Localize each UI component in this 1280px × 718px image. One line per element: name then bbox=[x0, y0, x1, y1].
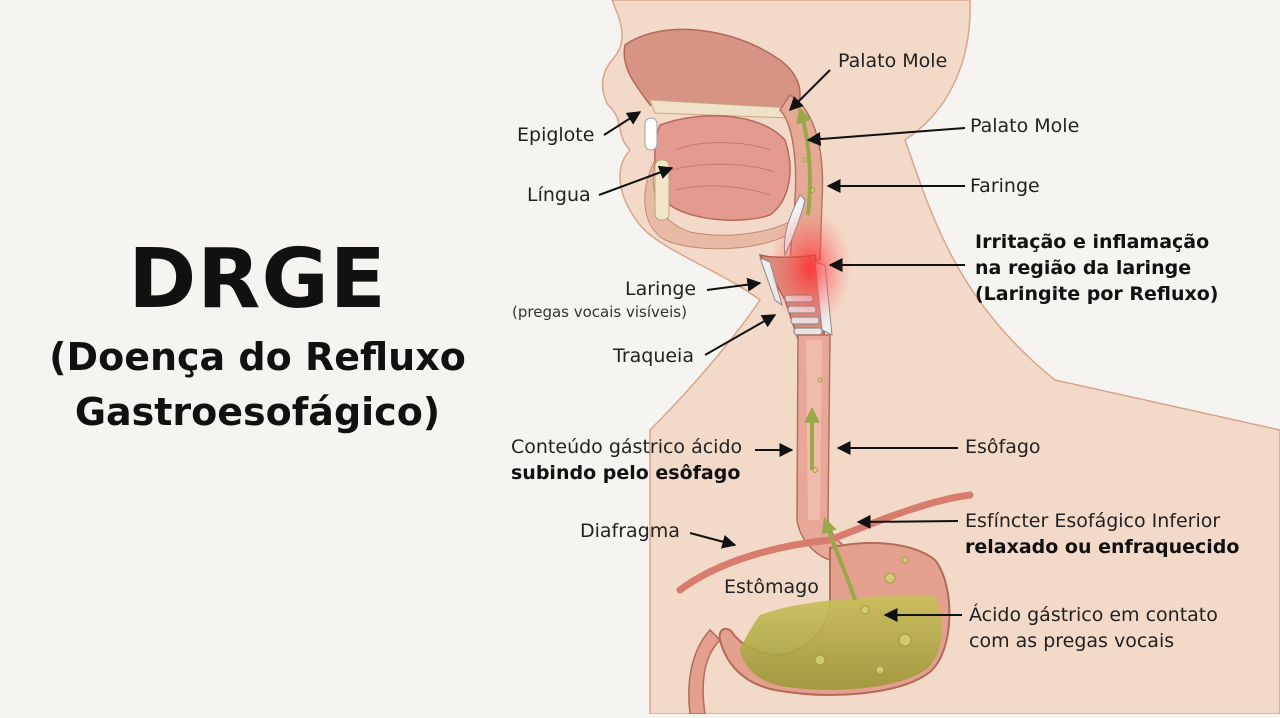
label-esfincter-line1: Esfíncter Esofágico Inferior bbox=[965, 510, 1221, 532]
label-laringe-sub: (pregas vocais visíveis) bbox=[512, 303, 687, 321]
label-irritacao-line2: na região da laringe bbox=[975, 257, 1192, 279]
diagram-subtitle-line2: Gastroesofágico) bbox=[74, 390, 441, 434]
inflammation-glow bbox=[768, 208, 852, 328]
label-conteudo-line1: Conteúdo gástrico ácido bbox=[511, 436, 743, 458]
label-acido-line2: com as pregas vocais bbox=[969, 630, 1175, 652]
label-esfincter-line2: relaxado ou enfraquecido bbox=[965, 536, 1240, 558]
label-traqueia: Traqueia bbox=[613, 345, 694, 367]
label-conteudo-line2: subindo pelo esôfago bbox=[511, 462, 741, 484]
label-acido-line1: Ácido gástrico em contato bbox=[969, 604, 1218, 626]
label-esofago: Esôfago bbox=[965, 436, 1041, 458]
label-epiglote: Epiglote bbox=[517, 124, 595, 146]
diagram-subtitle-line1: (Doença do Refluxo bbox=[49, 335, 466, 379]
label-faringe: Faringe bbox=[970, 175, 1040, 197]
label-palato-mole-top: Palato Mole bbox=[838, 50, 948, 72]
label-irritacao-line1: Irritação e inflamação bbox=[975, 231, 1210, 253]
label-laringe: Laringe bbox=[625, 278, 697, 300]
tongue bbox=[654, 115, 791, 221]
diagram-title: DRGE bbox=[128, 232, 387, 327]
label-estomago: Estômago bbox=[724, 576, 819, 598]
nasal-cavity bbox=[623, 28, 801, 111]
label-lingua: Língua bbox=[527, 184, 591, 206]
label-irritacao-line3: (Laringite por Refluxo) bbox=[975, 283, 1219, 305]
diaphragm bbox=[676, 491, 974, 594]
label-diafragma: Diafragma bbox=[580, 520, 680, 542]
label-palato-mole-right: Palato Mole bbox=[970, 115, 1080, 137]
